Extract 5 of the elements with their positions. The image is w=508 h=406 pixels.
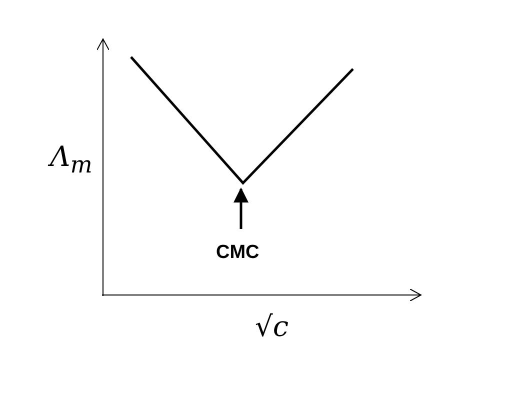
- axis-label: Λ$_{m}$: [50, 143, 92, 177]
- annotation-label: CMC: [216, 243, 260, 262]
- v-shaped-curve: [130, 56, 354, 185]
- arrow: [234, 188, 248, 229]
- axis-label: √c: [255, 313, 289, 341]
